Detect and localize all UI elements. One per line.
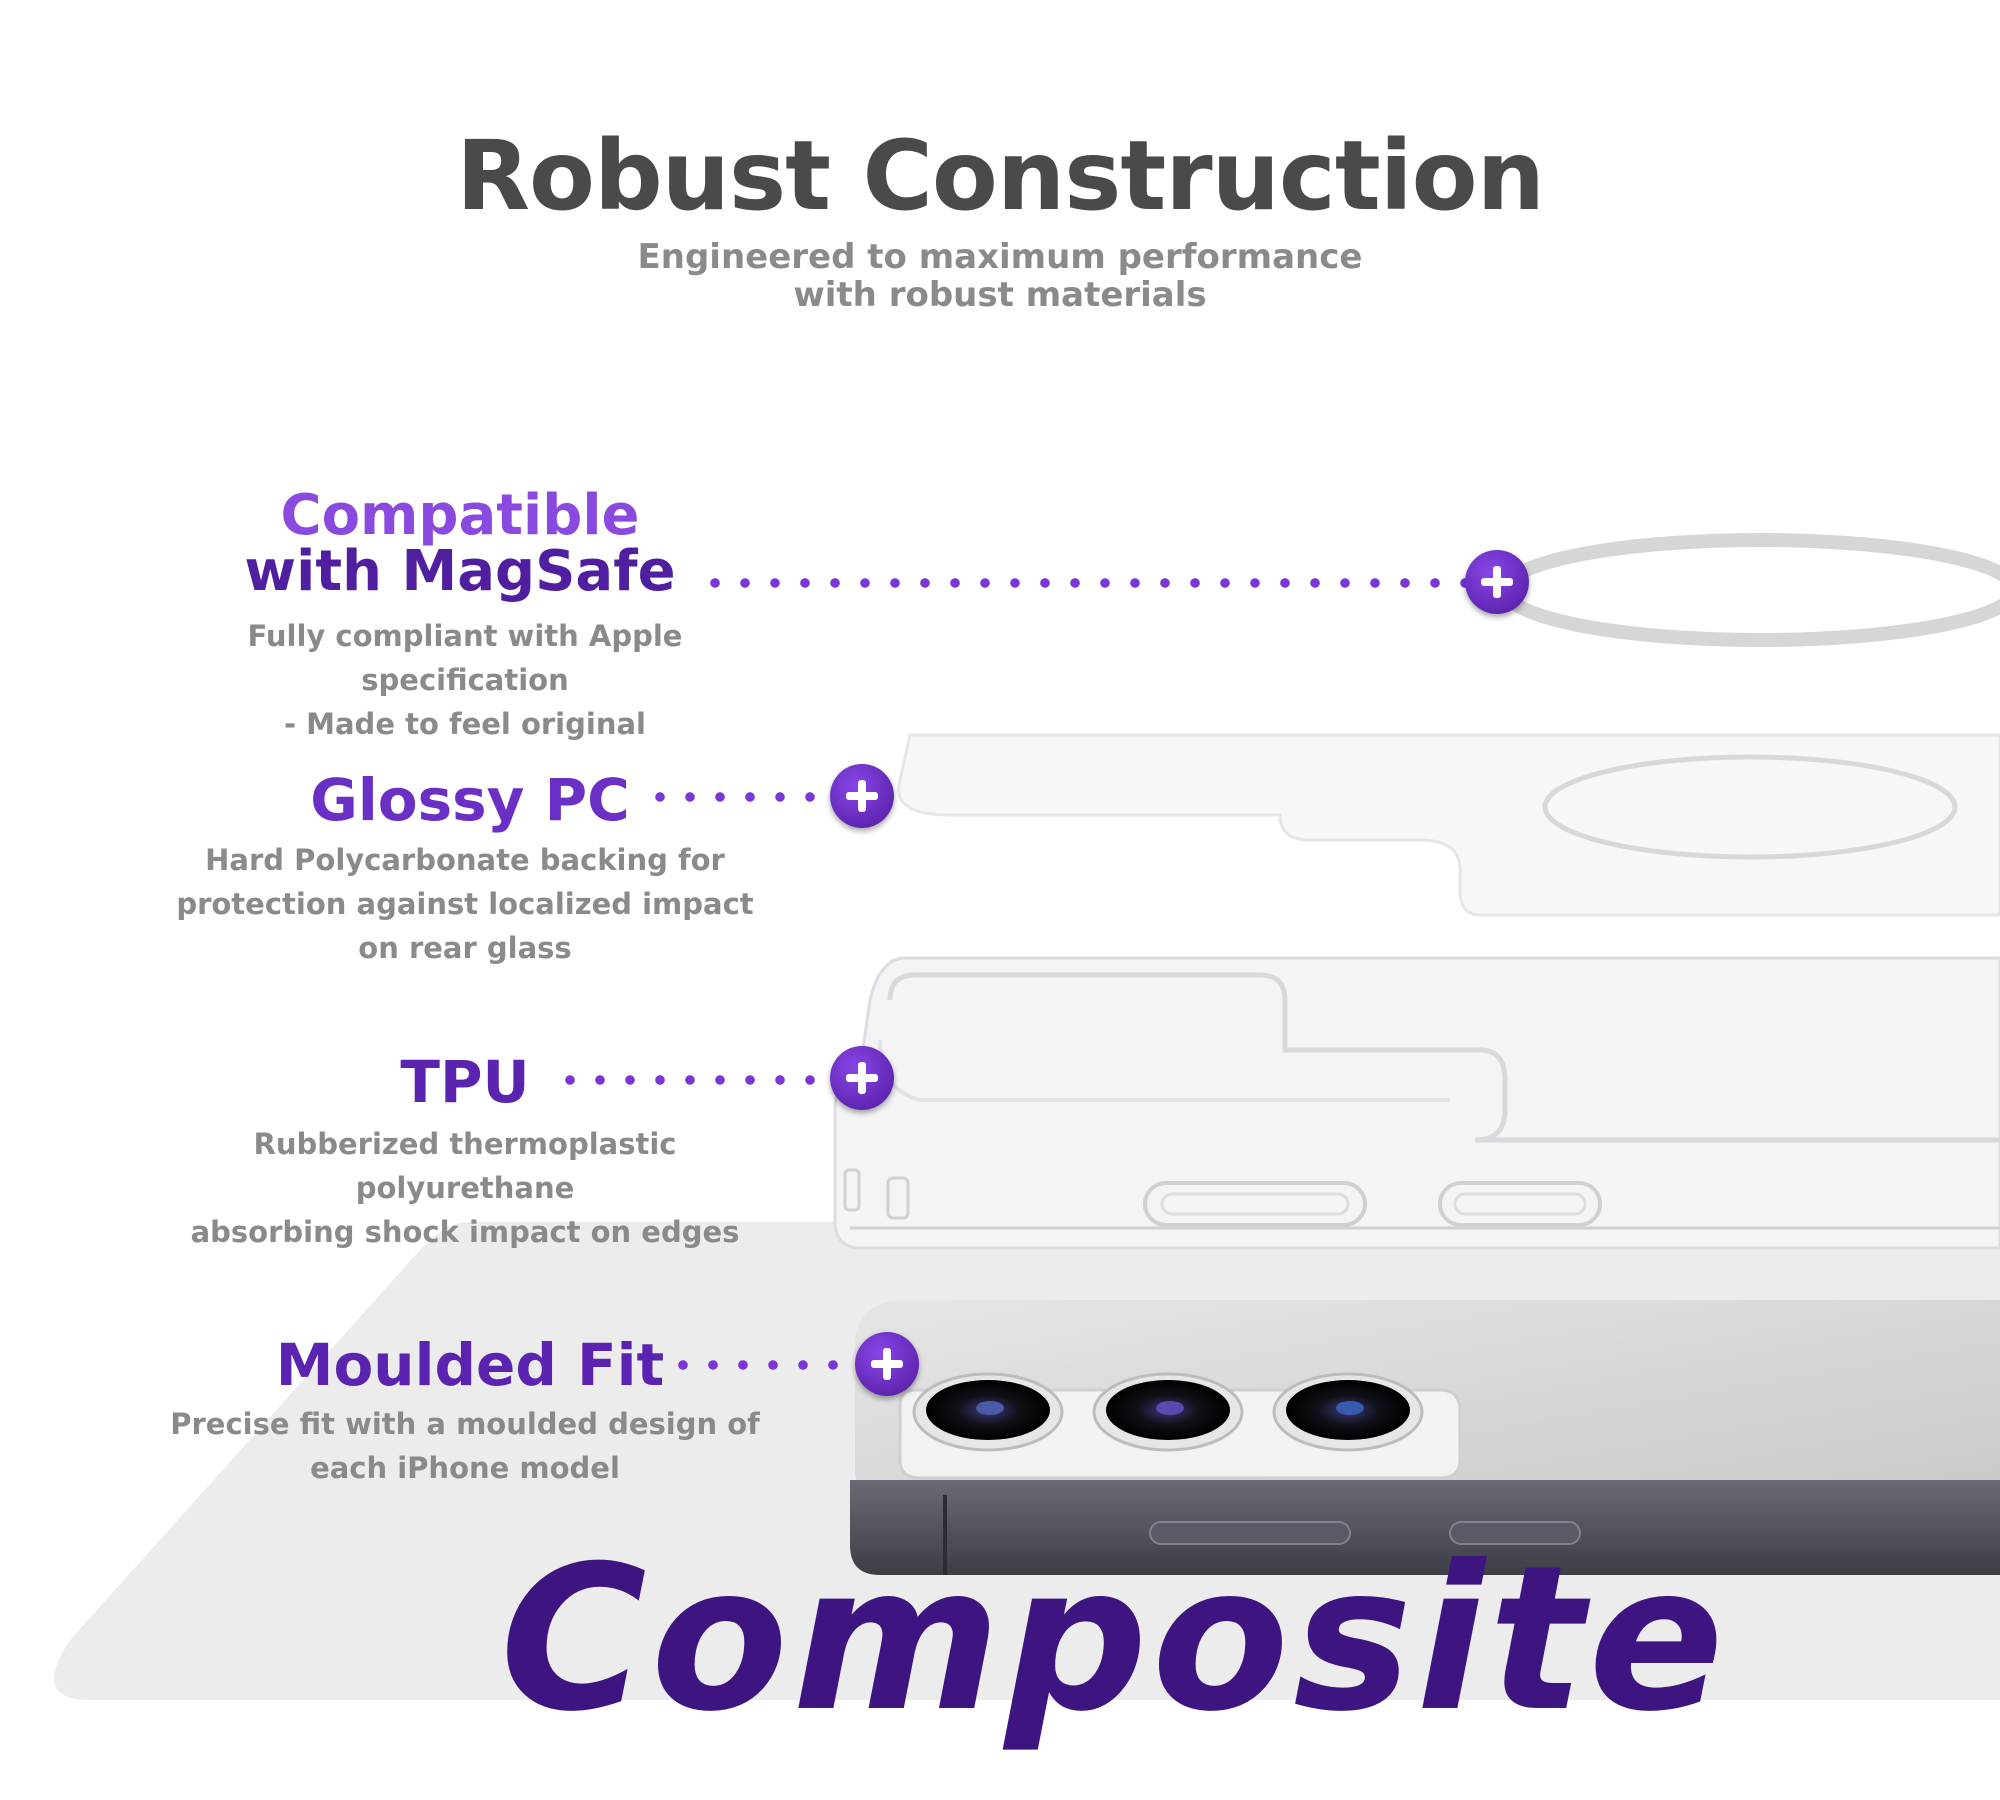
glossy-pc-plate <box>897 733 2000 917</box>
brand-wordmark: Composite <box>500 1523 1728 1756</box>
feature-moulded-fit-title: Moulded Fit <box>275 1331 665 1399</box>
phone-side <box>850 1480 2000 1575</box>
page-subtitle: Engineered to maximum performance with r… <box>0 238 2000 314</box>
feature-magsafe-title: Compatible with MagSafe <box>200 488 720 600</box>
feature-moulded-fit-desc-line-1: Precise fit with a moulded design of <box>170 1407 760 1441</box>
plus-icon[interactable] <box>830 1046 894 1110</box>
feature-tpu-title: TPU <box>400 1048 530 1116</box>
feature-moulded-fit-desc-line-2: each iPhone model <box>310 1451 620 1485</box>
feature-magsafe-title-line-2: with MagSafe <box>244 539 676 604</box>
feature-tpu-desc-line-1: Rubberized thermoplastic polyurethane <box>253 1127 677 1205</box>
camera-lens-icon <box>912 1372 1064 1452</box>
magsafe-ring-icon <box>1498 533 2000 647</box>
feature-tpu-desc-line-2: absorbing shock impact on edges <box>190 1215 740 1249</box>
plus-icon[interactable] <box>830 764 894 828</box>
tpu-bumper <box>833 956 2000 1250</box>
feature-moulded-fit-description: Precise fit with a moulded design of eac… <box>160 1402 770 1490</box>
feature-tpu-leader <box>555 1075 840 1085</box>
feature-glossy-pc-desc-line-3: on rear glass <box>358 931 572 965</box>
feature-magsafe-desc-line-2: - Made to feel original <box>284 707 646 741</box>
feature-glossy-pc-desc-line-2: protection against localized impact <box>176 887 754 921</box>
plus-icon[interactable] <box>1465 550 1529 614</box>
camera-lens-icon <box>1092 1372 1244 1452</box>
feature-glossy-pc-leader <box>645 792 840 802</box>
plus-icon[interactable] <box>855 1332 919 1396</box>
feature-glossy-pc-description: Hard Polycarbonate backing for protectio… <box>160 838 770 970</box>
feature-magsafe-desc-line-1: Fully compliant with Apple specification <box>247 619 683 697</box>
feature-moulded-fit-leader <box>668 1360 873 1370</box>
subtitle-line-1: Engineered to maximum performance <box>637 237 1363 277</box>
feature-magsafe-leader <box>700 578 1480 588</box>
feature-glossy-pc-desc-line-1: Hard Polycarbonate backing for <box>205 843 725 877</box>
feature-tpu-description: Rubberized thermoplastic polyurethane ab… <box>160 1122 770 1254</box>
subtitle-line-2: with robust materials <box>793 275 1207 315</box>
page-title: Robust Construction <box>456 120 1545 232</box>
feature-glossy-pc-title: Glossy PC <box>310 766 630 834</box>
camera-lens-icon <box>1272 1372 1424 1452</box>
feature-magsafe-title-line-1: Compatible <box>280 483 640 548</box>
feature-magsafe-description: Fully compliant with Apple specification… <box>160 614 770 746</box>
